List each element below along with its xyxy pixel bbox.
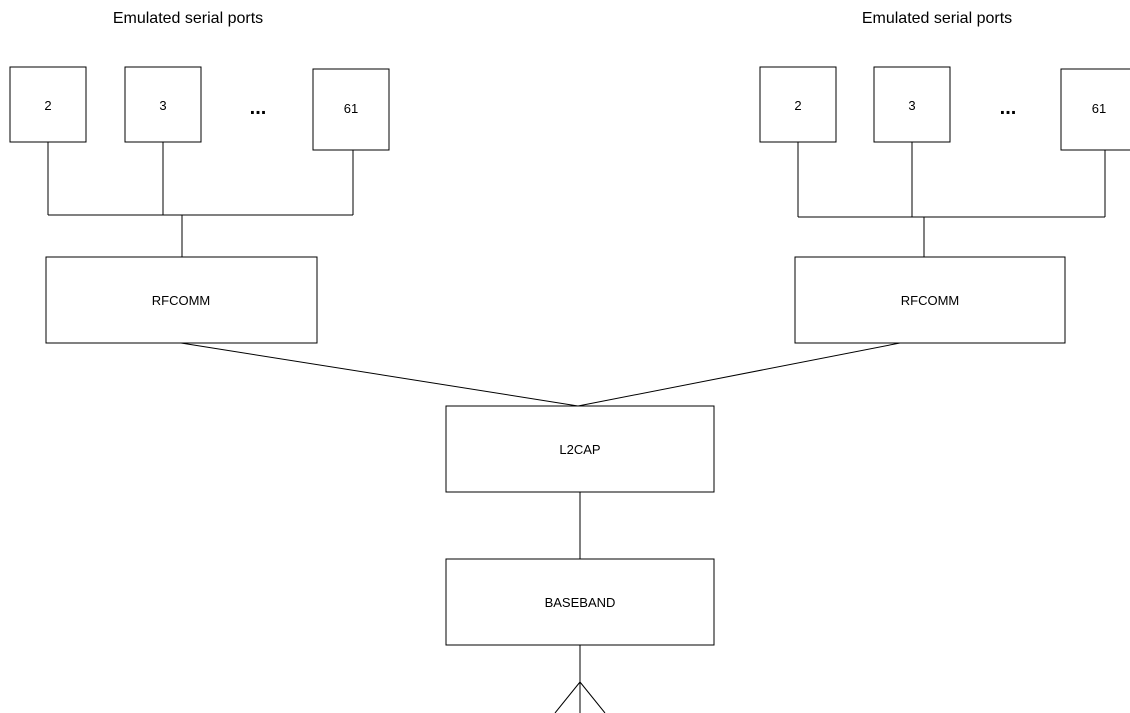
right-rfcomm-label: RFCOMM xyxy=(901,293,960,308)
right-port-61-label: 61 xyxy=(1092,101,1106,116)
l2cap-box xyxy=(445,405,715,493)
right-port-2-box xyxy=(759,66,837,143)
baseband-layer: BASEBAND xyxy=(445,558,715,646)
left-port-2-box xyxy=(9,66,87,143)
right-group-heading: Emulated serial ports xyxy=(862,10,1012,27)
left-port-2-label: 2 xyxy=(44,98,51,113)
right-port-bus xyxy=(797,142,1106,257)
l2cap-layer: L2CAP xyxy=(445,405,715,493)
right-port-3-label: 3 xyxy=(908,98,915,113)
right-port-3-box xyxy=(873,66,951,143)
l2cap-label: L2CAP xyxy=(559,442,600,457)
left-ellipsis: ... xyxy=(250,97,267,119)
left-rfcomm: RFCOMM xyxy=(45,256,318,344)
left-port-3-label: 3 xyxy=(159,98,166,113)
right-port-2-label: 2 xyxy=(794,98,801,113)
left-port-3-box xyxy=(124,66,202,143)
left-port-61-box xyxy=(312,68,390,151)
right-port-61-box xyxy=(1060,68,1130,151)
baseband-label: BASEBAND xyxy=(545,595,616,610)
left-port-group: Emulated serial ports 2 3 ... 61 RFCOMM xyxy=(9,10,390,344)
right-rfcomm-box xyxy=(794,256,1066,344)
left-port-3: 3 xyxy=(124,66,202,143)
antenna-icon xyxy=(554,645,606,713)
baseband-box xyxy=(445,558,715,646)
left-port-61-label: 61 xyxy=(344,101,358,116)
rfcomm-to-l2cap-links xyxy=(180,342,901,407)
right-ellipsis: ... xyxy=(1000,97,1017,119)
left-group-heading: Emulated serial ports xyxy=(113,10,263,27)
left-port-61: 61 xyxy=(312,68,390,151)
right-rfcomm: RFCOMM xyxy=(794,256,1066,344)
left-port-bus xyxy=(47,142,354,257)
right-port-61: 61 xyxy=(1060,68,1130,151)
right-port-group: Emulated serial ports 2 3 ... 61 RFCOMM xyxy=(759,10,1130,344)
right-port-3: 3 xyxy=(873,66,951,143)
left-port-2: 2 xyxy=(9,66,87,143)
left-rfcomm-label: RFCOMM xyxy=(152,293,211,308)
left-rfcomm-box xyxy=(45,256,318,344)
right-port-2: 2 xyxy=(759,66,837,143)
